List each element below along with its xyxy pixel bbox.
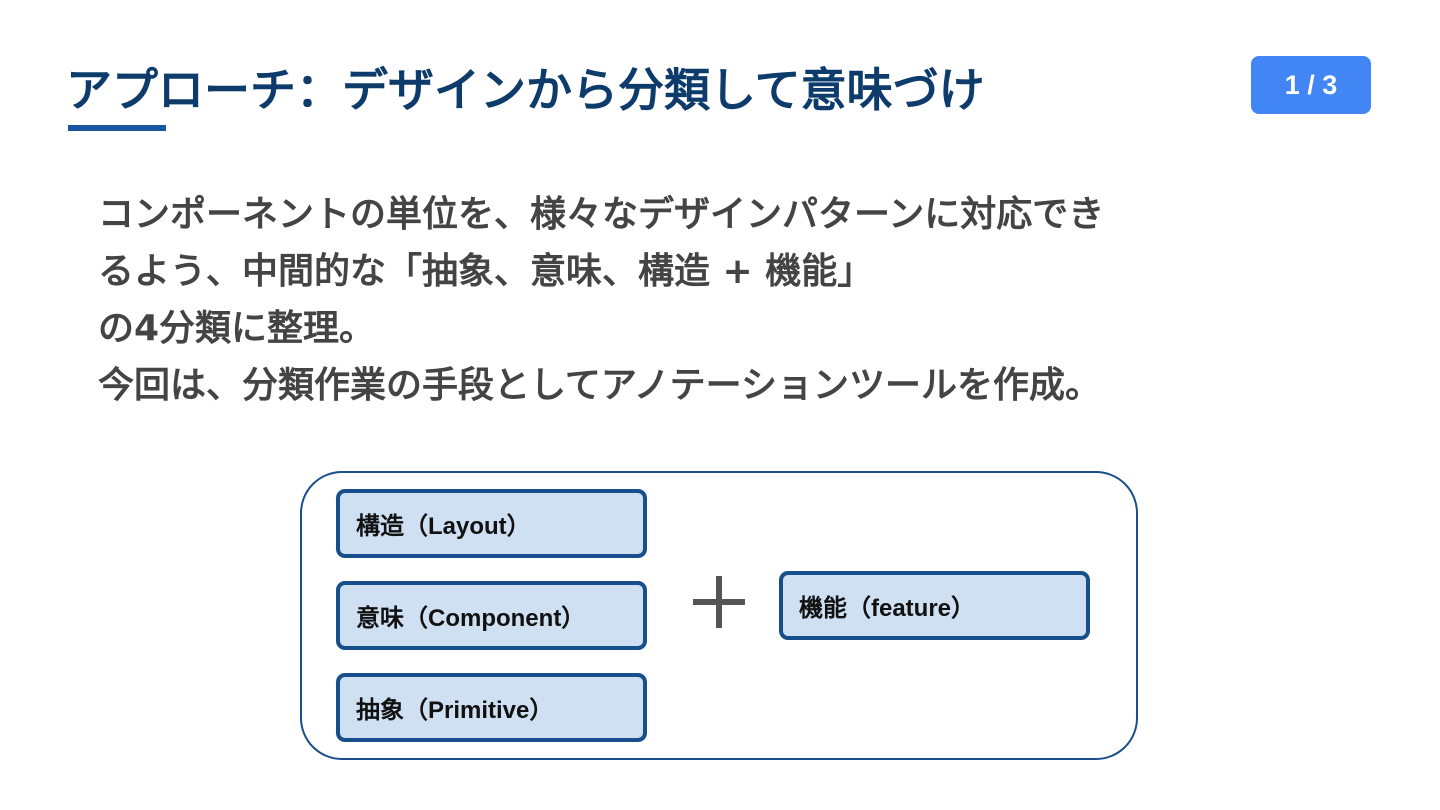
category-box-component: 意味（Component）: [336, 581, 647, 650]
body-line: 今回は、分類作業の手段としてアノテーションツールを作成。: [98, 365, 1101, 406]
category-box-primitive: 抽象（Primitive）: [336, 673, 647, 742]
slide-title: アプローチ：デザインから分類して意味づけ: [66, 63, 985, 117]
title-underline: [68, 125, 166, 131]
body-line: るよう、中間的な「抽象、意味、構造 + 機能」: [98, 251, 874, 292]
plus-icon: [693, 574, 749, 630]
body-text: コンポーネントの単位を、様々なデザインパターンに対応でき るよう、中間的な「抽象…: [98, 186, 1104, 414]
diagram-frame: [300, 471, 1138, 760]
body-line: の4分類に整理。: [98, 308, 376, 349]
category-box-feature: 機能（feature）: [779, 571, 1090, 640]
category-box-layout: 構造（Layout）: [336, 489, 647, 558]
page-indicator-badge: 1 / 3: [1251, 56, 1371, 114]
body-line: コンポーネントの単位を、様々なデザインパターンに対応でき: [98, 194, 1105, 235]
